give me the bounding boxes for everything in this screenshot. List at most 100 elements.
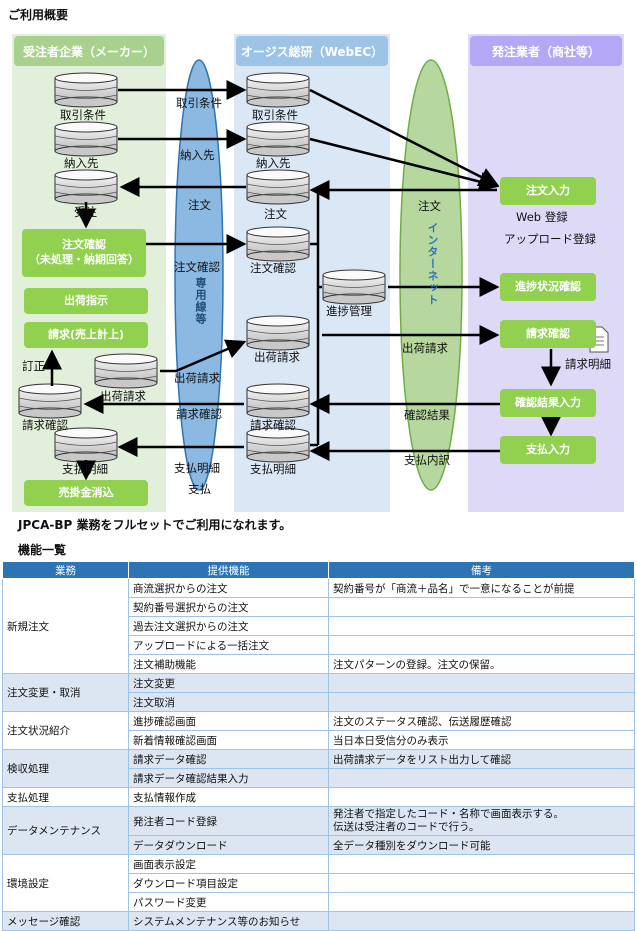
order-input-button[interactable]: 注文入力	[500, 177, 596, 205]
function-cell: 商流選択からの注文	[128, 578, 329, 598]
function-cell: 発注者コード登録	[128, 805, 329, 837]
correction-label: 訂正	[22, 359, 45, 373]
note-cell	[328, 597, 635, 617]
table-row: 新着情報確認画面当日本日受信分のみ表示	[3, 730, 635, 750]
function-cell: 画面表示設定	[128, 854, 329, 875]
note-cell: 当日本日受信分のみ表示	[328, 730, 635, 750]
webec-confirm-label: 注文確認	[250, 261, 296, 275]
table-row: 検収処理請求データ確認出荷請求データをリスト出力して確認	[2, 749, 635, 788]
function-cell: 請求データ確認結果入力	[128, 768, 329, 788]
order-confirm-button[interactable]: 注文確認 （未処理・納期回答）	[22, 229, 146, 277]
leased-terms-label: 取引条件	[176, 96, 222, 110]
function-table: 業務 提供機能 備考 新規注文商流選択からの注文契約番号が「商流＋品名」で一意に…	[2, 561, 635, 931]
table-row: ダウンロード項目設定	[3, 873, 635, 894]
function-cell: ダウンロード項目設定	[128, 873, 329, 894]
webec-order-label: 注文	[264, 207, 287, 221]
note-cell	[328, 911, 635, 931]
maker-dest-label: 納入先	[64, 156, 99, 170]
table-row: パスワード変更	[3, 892, 635, 913]
bp-note: JPCA-BP 業務をフルセットでご利用になれます。	[18, 518, 292, 532]
category-cell: 環境設定	[2, 854, 129, 913]
note-cell: 出荷請求データをリスト出力して確認	[328, 749, 635, 769]
webec-dest-label: 納入先	[256, 156, 291, 170]
receivable-clearing-button[interactable]: 売掛金消込	[24, 480, 148, 506]
note-cell: 注文のステータス確認、伝送履歴確認	[328, 711, 635, 731]
webec-lane-header: オージス総研（WebEC）	[236, 36, 388, 66]
category-cell: 検収処理	[2, 749, 129, 788]
function-cell: 注文補助機能	[128, 654, 329, 674]
leased-line-label: 専用線等	[194, 277, 207, 325]
function-cell: 契約番号選択からの注文	[128, 597, 329, 617]
note-cell: 全データ種別をダウンロード可能	[328, 835, 635, 856]
leased-confirm-label: 注文確認	[174, 260, 220, 274]
note-cell	[328, 787, 635, 807]
table-row: 環境設定画面表示設定	[2, 854, 635, 913]
table-row: メッセージ確認システムメンテナンス等のお知らせ	[2, 911, 635, 931]
leased-line-ellipse	[174, 59, 224, 491]
webec-pay-label: 支払明細	[250, 462, 296, 476]
note-cell	[328, 854, 635, 875]
leased-payment-label: 支払	[188, 482, 211, 496]
table-row: 新規注文商流選択からの注文契約番号が「商流＋品名」で一意になることが前提	[2, 578, 635, 674]
web-entry-label: Web 登録	[516, 210, 568, 224]
note-cell	[328, 673, 635, 693]
internet-result-label: 確認結果	[404, 408, 450, 422]
table-row: 請求データ確認結果入力	[3, 768, 635, 788]
note-cell	[328, 892, 635, 913]
leased-order-label: 注文	[188, 198, 211, 212]
category-cell: メッセージ確認	[2, 911, 129, 931]
table-header-cell: 備考	[328, 561, 635, 579]
maker-terms-label: 取引条件	[60, 108, 106, 122]
note-cell	[328, 616, 635, 636]
table-row: 過去注文選択からの注文	[3, 616, 635, 636]
leased-paydetail-label: 支払明細	[174, 461, 220, 475]
function-cell: データダウンロード	[128, 835, 329, 856]
table-row: 支払処理支払情報作成	[2, 787, 635, 807]
overview-title: ご利用概要	[8, 8, 69, 22]
webec-progress-label: 進捗管理	[326, 304, 372, 318]
function-cell: 支払情報作成	[128, 787, 329, 807]
internet-label: インターネット	[426, 222, 439, 306]
function-cell: 請求データ確認	[128, 749, 329, 769]
table-row: 注文状況紹介進捗確認画面注文のステータス確認、伝送履歴確認	[2, 711, 635, 750]
note-cell: 契約番号が「商流＋品名」で一意になることが前提	[328, 578, 635, 598]
function-cell: 新着情報確認画面	[128, 730, 329, 750]
maker-ship-request-label: 出荷請求	[100, 389, 146, 403]
webec-invoice-label: 請求確認	[250, 418, 296, 432]
internet-order-label: 注文	[418, 199, 441, 213]
invoice-posting-button[interactable]: 請求(売上計上)	[24, 322, 148, 348]
webec-terms-label: 取引条件	[252, 108, 298, 122]
buyer-lane-header: 発注業者（商社等）	[470, 36, 622, 66]
function-cell: 過去注文選択からの注文	[128, 616, 329, 636]
payment-input-button[interactable]: 支払入力	[500, 436, 596, 464]
table-header-row: 業務 提供機能 備考	[2, 561, 635, 579]
leased-dest-label: 納入先	[180, 148, 215, 162]
leased-ship-label: 出荷請求	[174, 371, 220, 385]
function-cell: アップロードによる一括注文	[128, 635, 329, 655]
table-header-cell: 業務	[2, 561, 129, 579]
note-cell	[328, 873, 635, 894]
maker-lane-header: 受注者企業（メーカー）	[14, 36, 164, 66]
table-row: データメンテナンス発注者コード登録発注者で指定したコード・名称で画面表示する。 …	[2, 805, 635, 856]
table-row: アップロードによる一括注文	[3, 635, 635, 655]
table-row: 注文変更・取消注文変更	[2, 673, 635, 712]
buyer-invoice-confirm-button[interactable]: 請求確認	[500, 320, 596, 348]
category-cell: 支払処理	[2, 787, 129, 807]
invoice-detail-label: 請求明細	[565, 357, 611, 371]
maker-order-label: 受注	[74, 205, 97, 219]
leased-invoice-label: 請求確認	[176, 407, 222, 421]
result-input-button[interactable]: 確認結果入力	[500, 389, 596, 417]
function-cell: 注文取消	[128, 692, 329, 712]
category-cell: 注文変更・取消	[2, 673, 129, 712]
function-list-title: 機能一覧	[18, 543, 67, 557]
progress-check-button[interactable]: 進捗状況確認	[500, 273, 596, 301]
webec-ship-label: 出荷請求	[254, 350, 300, 364]
note-cell	[328, 692, 635, 712]
note-cell: 注文パターンの登録。注文の保留。	[328, 654, 635, 674]
note-cell: 発注者で指定したコード・名称で画面表示する。 伝送は受注者のコードで行う。	[328, 805, 635, 837]
function-cell: 進捗確認画面	[128, 711, 329, 731]
category-cell: データメンテナンス	[2, 805, 129, 856]
note-cell	[328, 635, 635, 655]
ship-instruction-button[interactable]: 出荷指示	[24, 288, 148, 314]
